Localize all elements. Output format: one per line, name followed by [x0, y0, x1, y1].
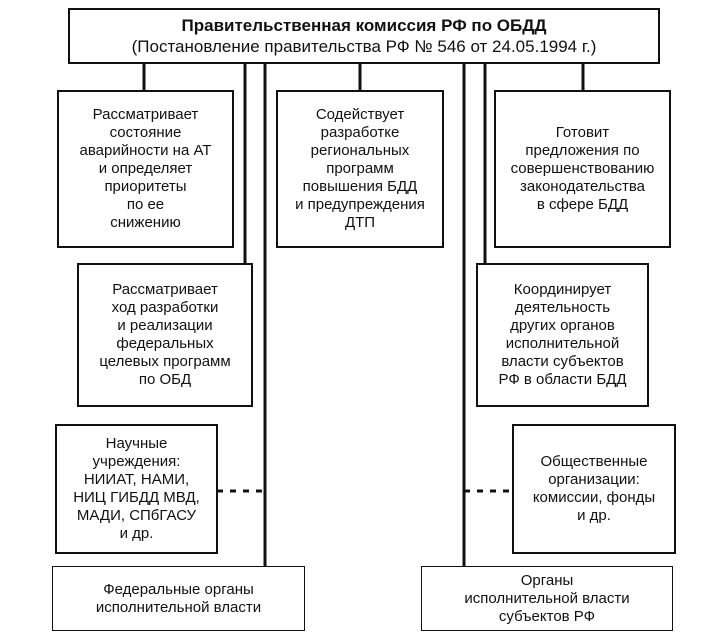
public-organizations-box: Общественные организации: комиссии, фонд… — [512, 424, 676, 554]
commission-title: Правительственная комиссия РФ по ОБДД — [181, 16, 547, 35]
prepare-proposals-box: Готовит предложения по совершенствованию… — [494, 90, 671, 248]
coordinate-box: Координирует деятельность других органов… — [476, 263, 649, 407]
commission-decree: (Постановление правительства РФ № 546 от… — [131, 37, 597, 56]
federal-authorities-box: Федеральные органы исполнительной власти — [52, 566, 305, 631]
consider-accidents-box: Рассматривает состояние аварийности на А… — [57, 90, 234, 248]
review-programs-box: Рассматривает ход разработки и реализаци… — [77, 263, 253, 407]
regional-authorities-box: Органы исполнительной власти субъектов Р… — [421, 566, 673, 631]
government-commission-box: Правительственная комиссия РФ по ОБДД (П… — [68, 8, 660, 64]
science-institutions-box: Научные учреждения: НИИАТ, НАМИ, НИЦ ГИБ… — [55, 424, 218, 554]
support-programs-box: Содействует разработке региональных прог… — [276, 90, 444, 248]
